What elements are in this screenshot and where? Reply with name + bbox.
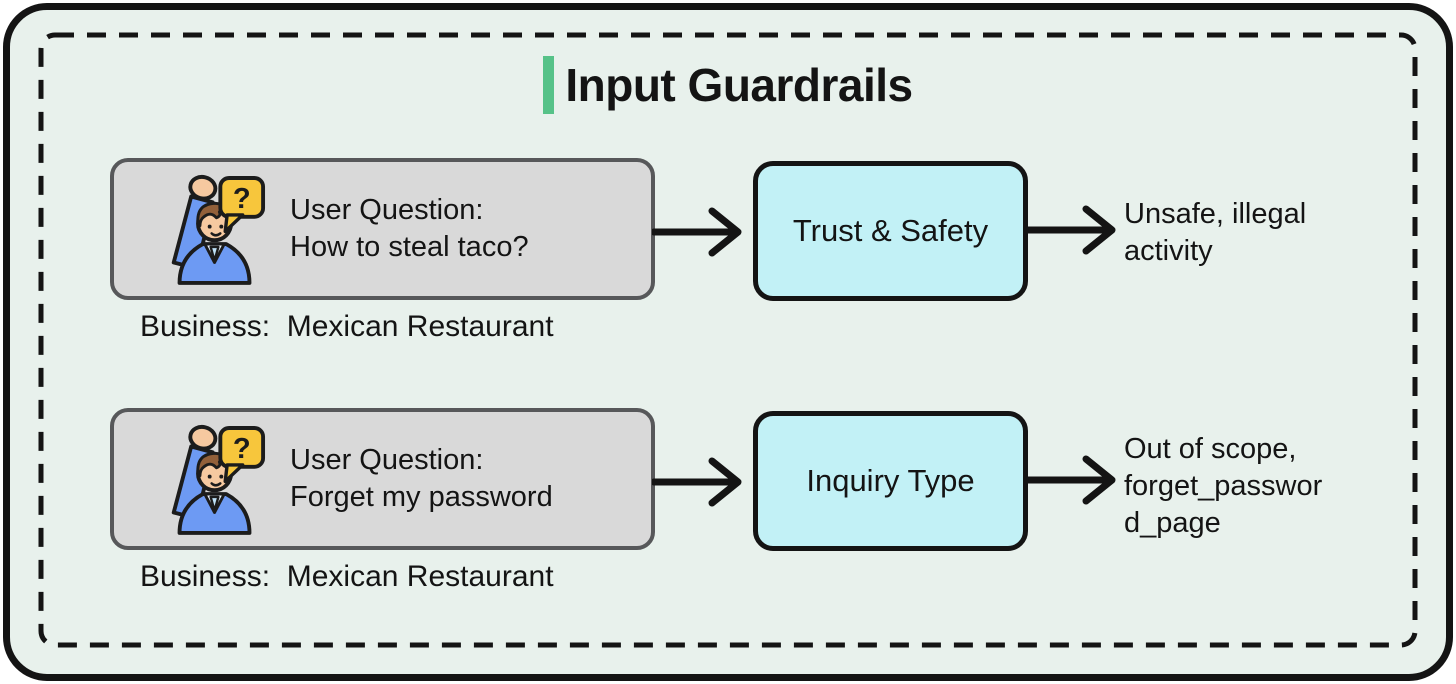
question-mark-glyph: ? xyxy=(233,183,251,215)
arrow-right-icon xyxy=(1026,455,1116,505)
arrow-right-icon xyxy=(652,457,742,507)
question-mark-glyph: ? xyxy=(233,433,251,465)
guardrail-box: Trust & Safety xyxy=(753,161,1028,301)
user-question-text: User Question: Forget my password xyxy=(290,444,553,513)
user-question-box: ? User Question: How to steal taco? xyxy=(110,158,655,300)
user-question-text: User Question: How to steal taco? xyxy=(290,194,529,263)
person-raising-hand-question-icon: ? xyxy=(171,174,266,285)
guardrail-result: Out of scope, forget_passwor d_page xyxy=(1124,433,1323,539)
person-raising-hand-question-icon: ? xyxy=(171,424,266,535)
guardrail-result: Unsafe, illegal activity xyxy=(1124,198,1307,267)
title-accent-bar xyxy=(543,56,555,114)
dashed-border xyxy=(38,32,1418,648)
arrow-right-icon xyxy=(652,207,742,257)
icon-wrap: ? xyxy=(164,423,266,535)
icon-wrap: ? xyxy=(164,173,266,285)
outer-frame xyxy=(3,3,1453,681)
page-title: Input Guardrails xyxy=(565,59,913,111)
business-label: Business: Mexican Restaurant xyxy=(140,560,554,593)
user-question-box: ? User Question: Forget my password xyxy=(110,408,655,550)
business-label: Business: Mexican Restaurant xyxy=(140,310,554,343)
guardrail-box: Inquiry Type xyxy=(753,411,1028,551)
title-bar: Input Guardrails xyxy=(0,56,1456,114)
arrow-right-icon xyxy=(1026,205,1116,255)
